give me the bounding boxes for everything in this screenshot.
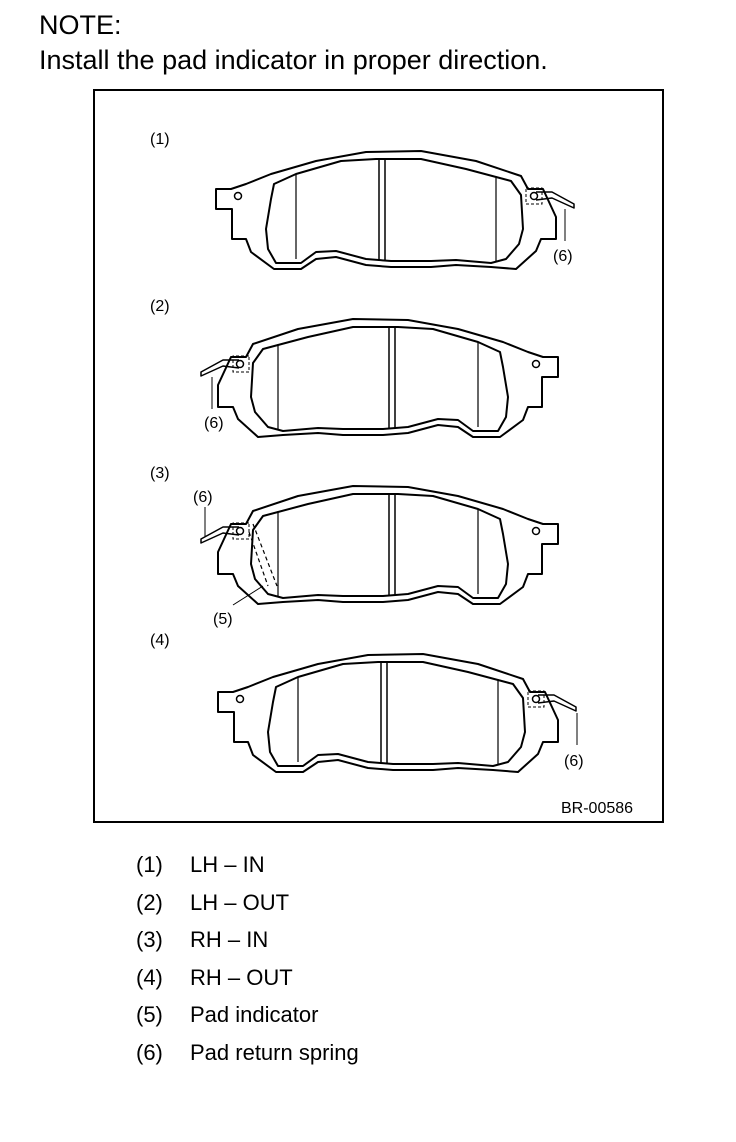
legend-number: (1) (136, 852, 163, 877)
brake-pad-figure: (1) (6) (2) (6) (3) (6) (93, 89, 664, 823)
return-spring-3 (200, 522, 250, 544)
pad-label-2: (2) (150, 298, 170, 315)
legend-number: (5) (136, 1002, 163, 1027)
legend-description: RH – OUT (190, 964, 293, 990)
pad-label-4: (4) (150, 632, 170, 649)
legend-number: (6) (136, 1039, 163, 1065)
brake-pad-1 (215, 150, 557, 270)
figure-id: BR-00586 (561, 800, 633, 817)
callout-6-pad-1: (6) (553, 248, 573, 265)
legend-number: (3) (136, 927, 163, 952)
legend-description: Pad indicator (190, 1002, 319, 1027)
note-title: NOTE: (39, 10, 122, 40)
pad-indicator (248, 523, 278, 587)
legend-description: LH – IN (190, 852, 265, 877)
callout-6-pad-4: (6) (564, 753, 584, 770)
brake-pad-2 (217, 318, 559, 438)
legend-description: RH – IN (190, 927, 269, 952)
brake-pad-3 (217, 485, 559, 605)
legend-description: LH – OUT (190, 889, 290, 915)
legend-number: (2) (136, 889, 163, 915)
pad-label-3: (3) (150, 465, 170, 482)
brake-pad-4 (217, 653, 559, 773)
return-spring-2 (200, 355, 250, 377)
callout-6-pad-2: (6) (204, 415, 224, 432)
figure-frame (93, 89, 664, 823)
legend-number: (4) (136, 964, 163, 990)
legend-description: Pad return spring (190, 1039, 359, 1065)
callout-5-pad-indicator: (5) (213, 611, 233, 628)
callout-6-pad-3: (6) (193, 489, 213, 506)
pad-label-1: (1) (150, 131, 170, 148)
note-text: Install the pad indicator in proper dire… (39, 45, 548, 75)
